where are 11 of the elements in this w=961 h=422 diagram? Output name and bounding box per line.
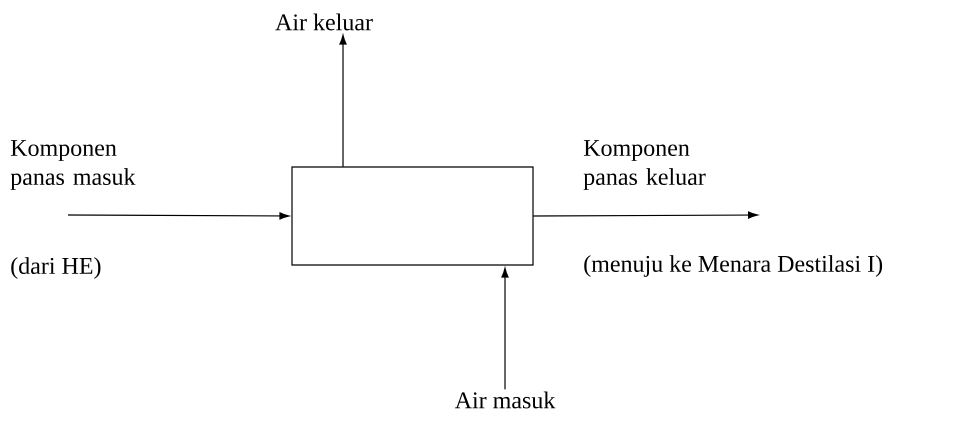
arrow (534, 211, 758, 219)
note-label: (menuju ke Menara Destilasi I) (584, 255, 882, 277)
process-box (291, 166, 534, 266)
stream-label: Air keluar (275, 14, 373, 30)
arrow (501, 268, 509, 390)
note-label: (dari HE) (11, 257, 100, 279)
arrow (68, 212, 290, 220)
stream-label: Air masuk (454, 392, 556, 408)
edge-label: Komponen panas masuk (10, 140, 136, 190)
arrow (339, 34, 347, 166)
edge-label: Komponen panas keluar (584, 140, 706, 190)
